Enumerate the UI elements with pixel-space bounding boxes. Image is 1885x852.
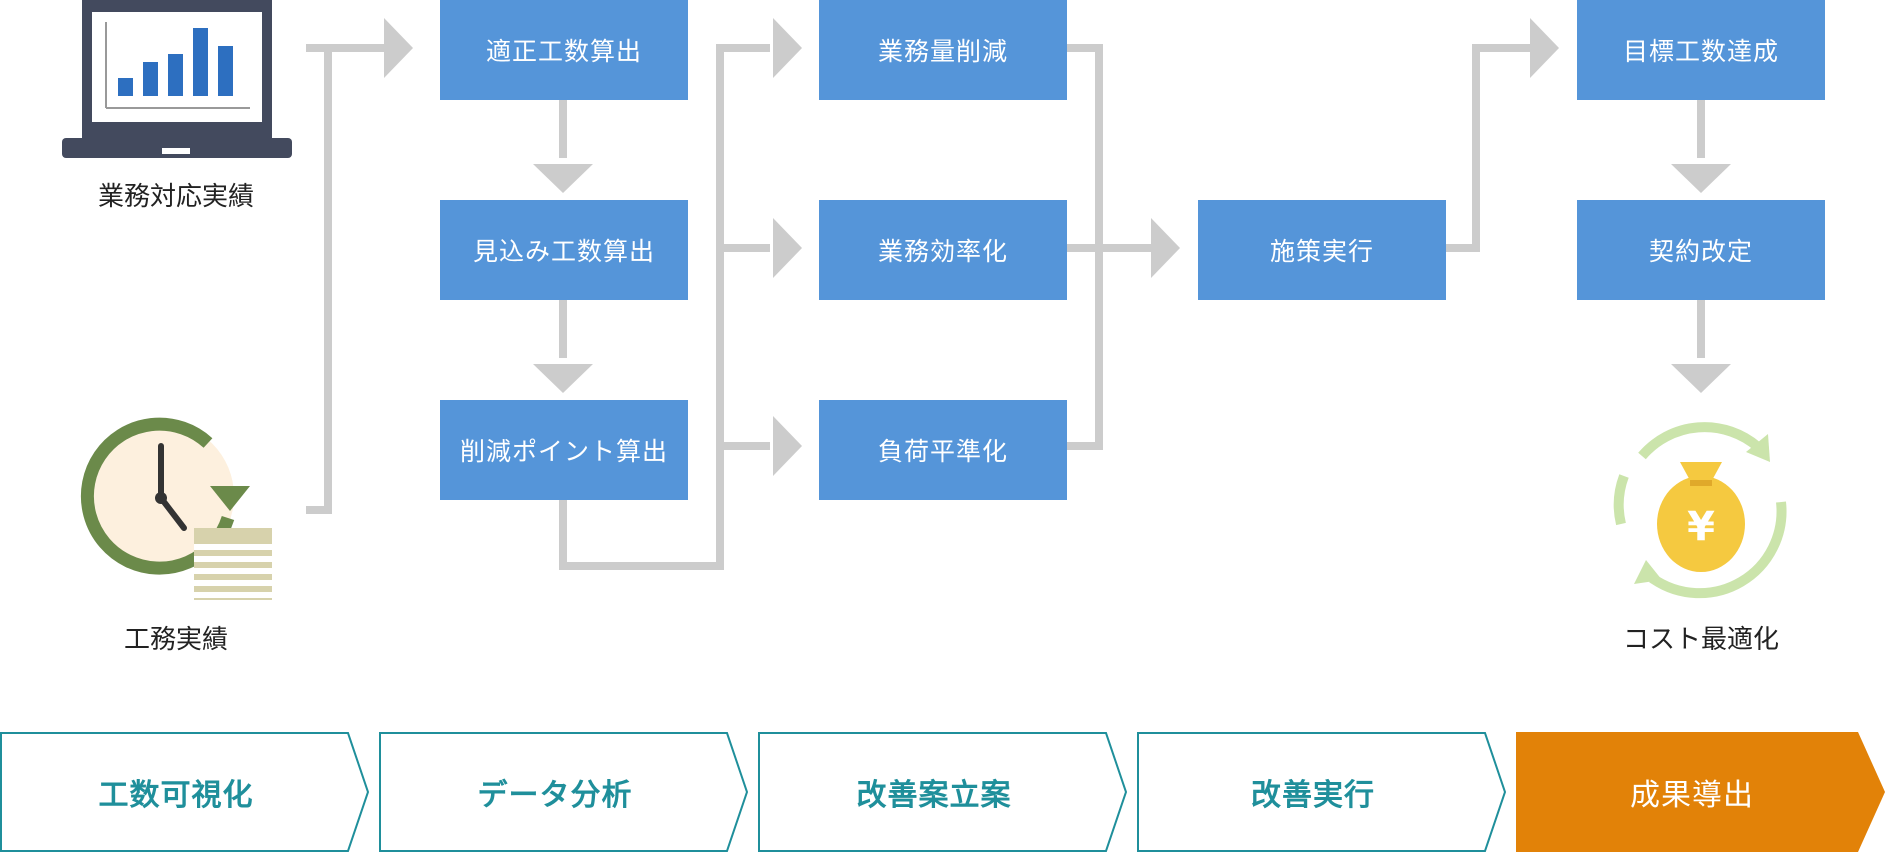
execution-box: 施策実行 <box>1198 200 1446 300</box>
laptop-bar-chart-icon <box>62 0 292 158</box>
arrow-into-execution <box>1151 218 1180 278</box>
connector-analysis-fork <box>559 44 770 570</box>
arrow-down-outcome <box>1671 364 1731 393</box>
phase-chevron-shape <box>758 732 1128 852</box>
measure-load-leveling: 負荷平準化 <box>819 400 1067 500</box>
source-label-performance: 業務対応実績 <box>97 182 254 212</box>
measure-workload-reduction: 業務量削減 <box>819 0 1067 100</box>
phase-visualize: 工数可視化 <box>0 732 370 852</box>
clock-documents-icon <box>80 417 272 600</box>
analysis-step-proper-hours: 適正工数算出 <box>440 0 688 100</box>
arrow-down-step2 <box>533 164 593 193</box>
connector-exec-results <box>1446 44 1530 252</box>
source-label-engineering: 工務実績 <box>123 625 228 655</box>
arrow-into-result1 <box>1530 18 1559 78</box>
arrow-down-step3 <box>533 364 593 393</box>
result-target-hours: 目標工数達成 <box>1577 0 1825 100</box>
phase-label: 改善実行 <box>1251 778 1375 813</box>
outcome-label: コスト最適化 <box>1622 625 1779 655</box>
phase-label: 成果導出 <box>1630 778 1754 813</box>
yen-symbol: ¥ <box>1687 504 1715 550</box>
arrow-down-result2 <box>1671 164 1731 193</box>
phase-chevron-shape <box>379 732 749 852</box>
phase-improvement-execution: 改善実行 <box>1137 732 1507 852</box>
analysis-step-reduction-points: 削減ポイント算出 <box>440 400 688 500</box>
measure-efficiency: 業務効率化 <box>819 200 1067 300</box>
phase-chevron-shape <box>0 732 370 852</box>
phase-chevron-shape <box>1137 732 1507 852</box>
analysis-step-estimated-hours: 見込み工数算出 <box>440 200 688 300</box>
result-contract-revision: 契約改定 <box>1577 200 1825 300</box>
arrow-into-measure3 <box>773 416 802 476</box>
phase-chevron-shape <box>1516 732 1885 852</box>
phase-improvement-plan: 改善案立案 <box>758 732 1128 852</box>
arrow-into-analysis <box>384 18 413 78</box>
arrow-into-measure1 <box>773 18 802 78</box>
phase-label: 改善案立案 <box>856 778 1012 813</box>
phase-label: データ分析 <box>477 778 633 813</box>
money-bag-yen-cycle-icon: ¥ <box>1613 422 1787 599</box>
phase-results: 成果導出 <box>1516 732 1885 852</box>
arrow-into-measure2 <box>773 218 802 278</box>
phase-label: 工数可視化 <box>98 778 254 813</box>
connector-sources <box>306 44 332 514</box>
phase-data-analysis: データ分析 <box>379 732 749 852</box>
